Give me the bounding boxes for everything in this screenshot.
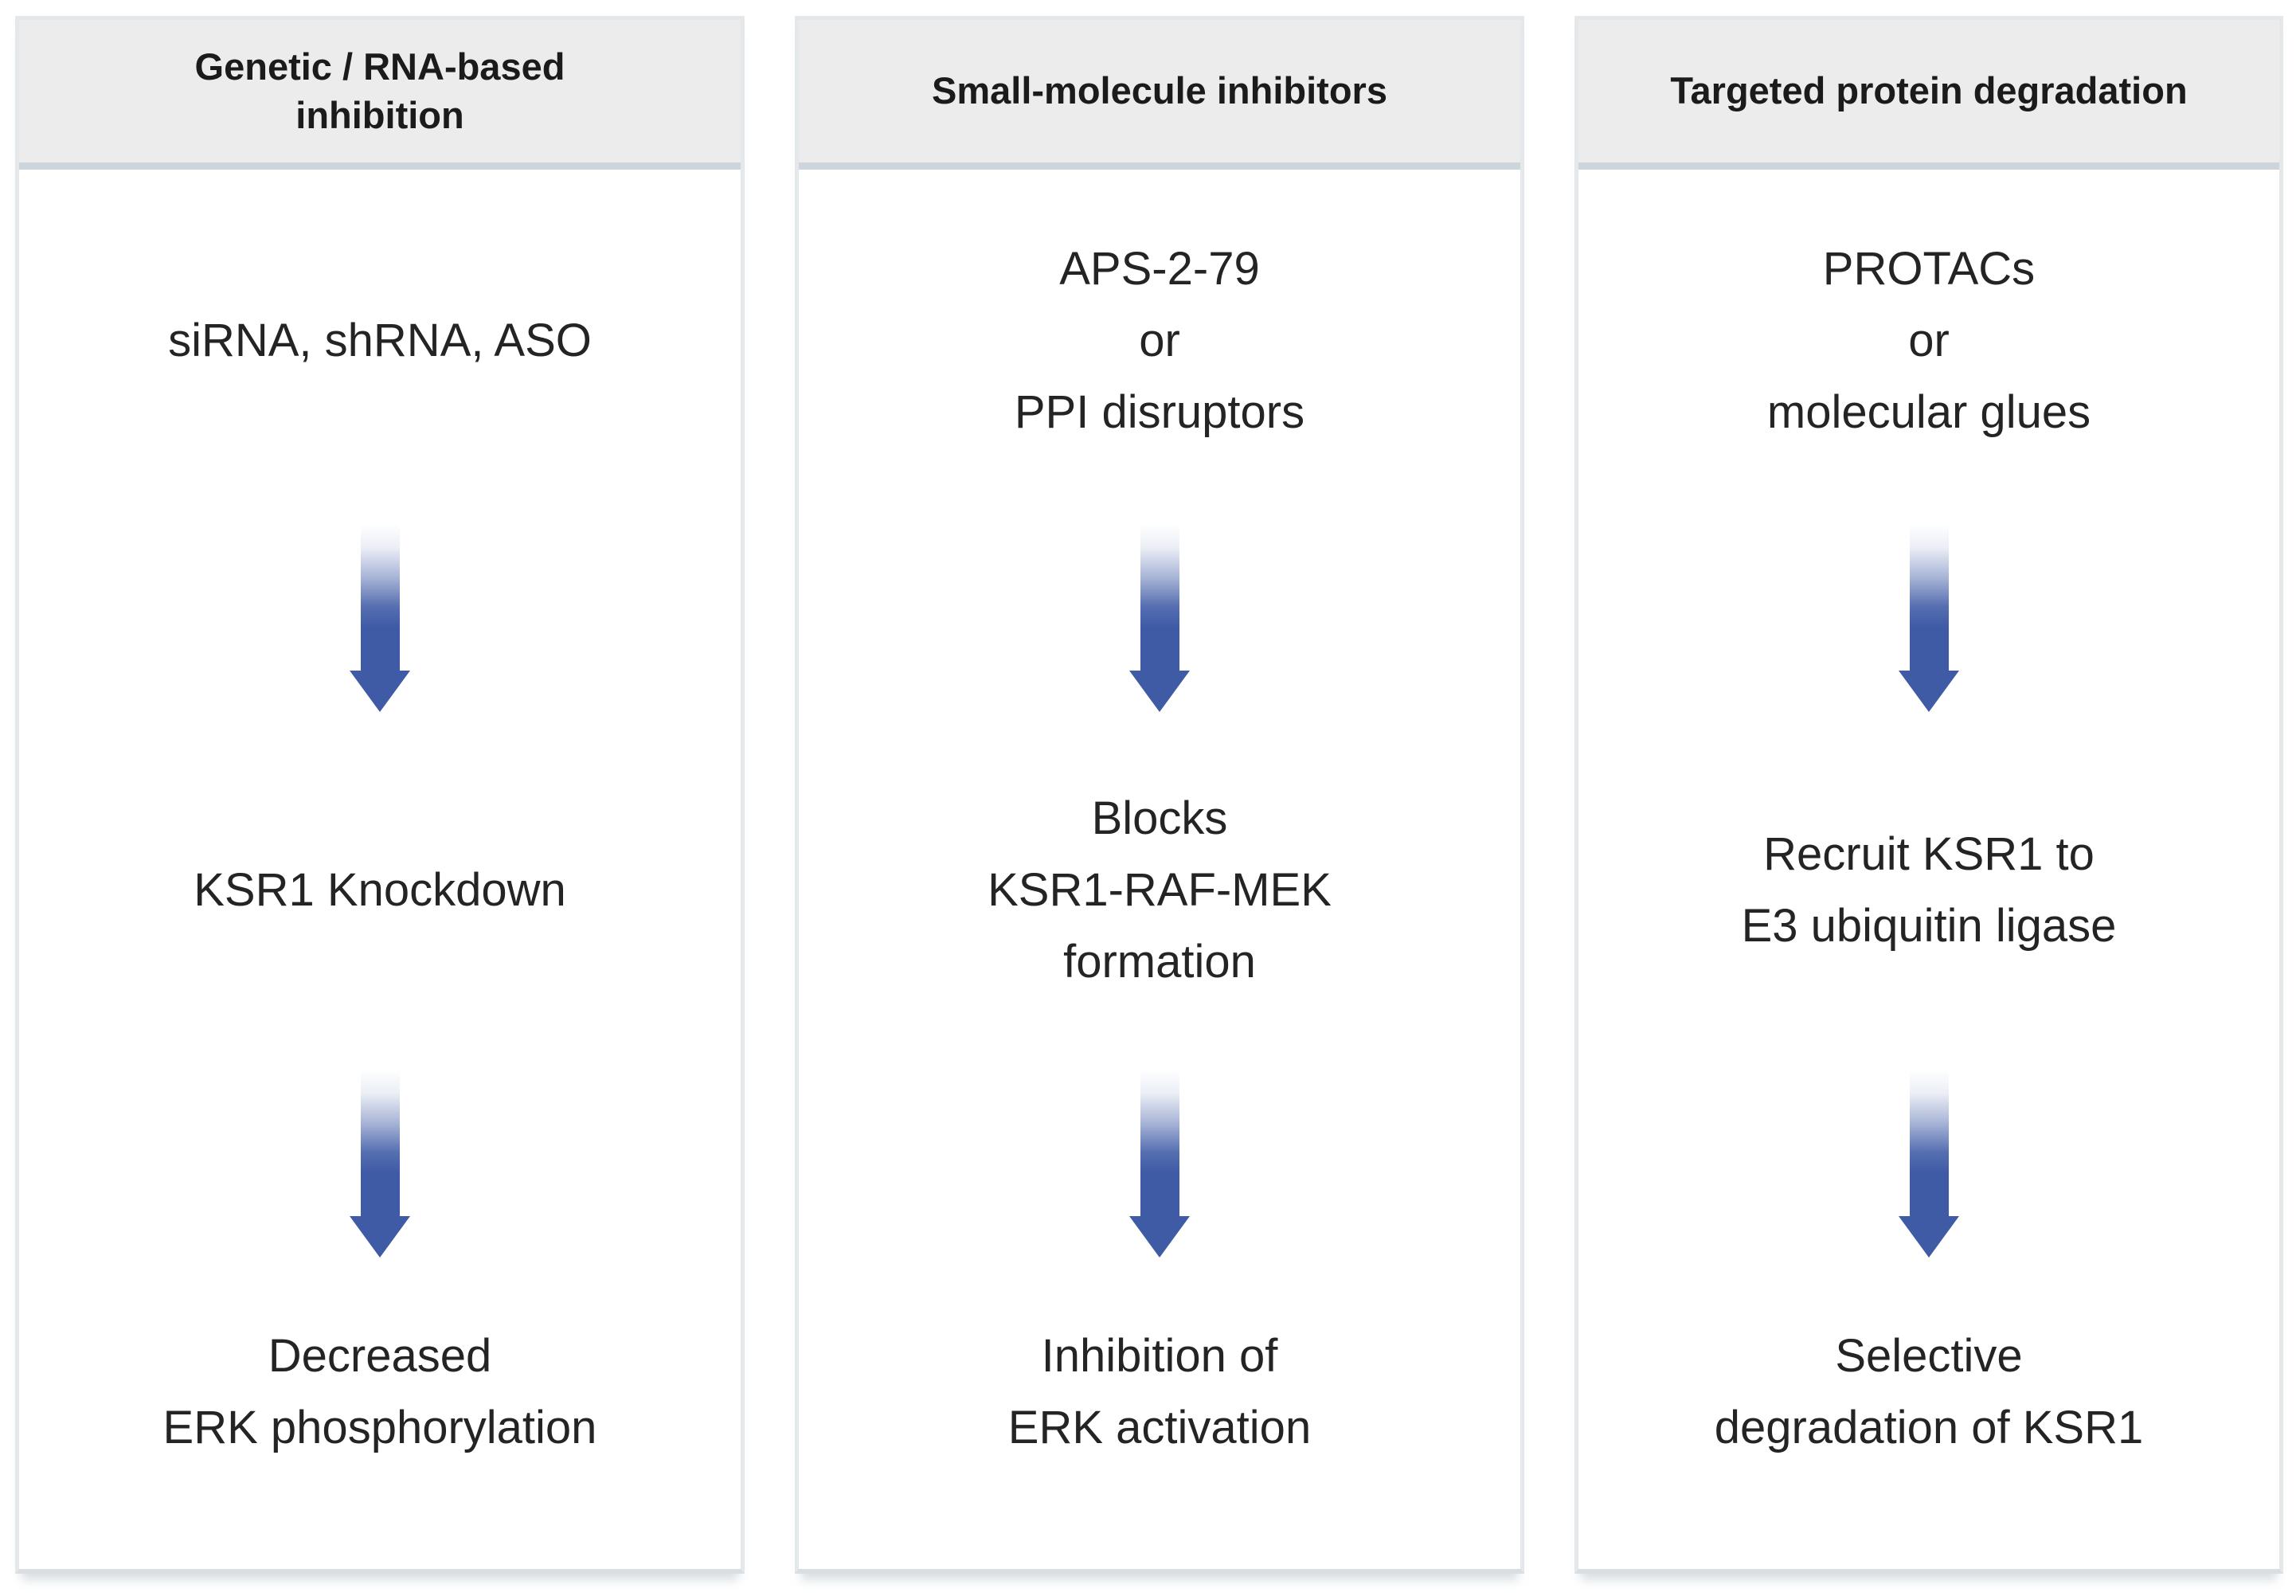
stage1-text: siRNA, shRNA, ASO <box>168 315 592 367</box>
column-body: APS-2-79 or PPI disruptors Blocks KSR1-R… <box>799 170 1520 1569</box>
arrow-head <box>1129 1215 1190 1258</box>
column-genetic-rna-inhibition: Genetic / RNA-based inhibition siRNA, sh… <box>15 16 745 1574</box>
stage2-text: Blocks KSR1-RAF-MEK formation <box>988 792 1332 988</box>
down-arrow-icon <box>350 523 410 712</box>
arrow-shaft <box>1140 1069 1179 1217</box>
arrow-row <box>350 512 410 723</box>
arrow-head <box>1129 670 1190 712</box>
stage1-text: PROTACs or molecular glues <box>1766 243 2091 438</box>
arrow-shaft <box>360 523 400 671</box>
down-arrow-icon <box>1129 1069 1190 1258</box>
arrow-row <box>1129 512 1190 723</box>
arrow-row <box>1899 1058 1959 1269</box>
arrow-head <box>350 670 410 712</box>
column-body: siRNA, shRNA, ASO KSR1 Knockdown Decreas… <box>19 170 741 1569</box>
arrow-row <box>1129 1058 1190 1269</box>
column-header: Small-molecule inhibitors <box>799 20 1520 170</box>
arrow-shaft <box>1909 1069 1949 1217</box>
stage2-text: Recruit KSR1 to E3 ubiquitin ligase <box>1741 828 2117 952</box>
down-arrow-icon <box>350 1069 410 1258</box>
arrow-head <box>1899 670 1959 712</box>
column-header: Genetic / RNA-based inhibition <box>19 20 741 170</box>
column-small-molecule-inhibitors: Small-molecule inhibitors APS-2-79 or PP… <box>795 16 1524 1574</box>
arrow-shaft <box>1909 523 1949 671</box>
down-arrow-icon <box>1129 523 1190 712</box>
arrow-head <box>350 1215 410 1258</box>
arrow-shaft <box>1140 523 1179 671</box>
arrow-row <box>1899 512 1959 723</box>
stage1-text: APS-2-79 or PPI disruptors <box>1014 243 1305 438</box>
down-arrow-icon <box>1899 1069 1959 1258</box>
down-arrow-icon <box>1899 523 1959 712</box>
stage3-text: Decreased ERK phosphorylation <box>162 1330 597 1453</box>
arrow-row <box>350 1058 410 1269</box>
stage3-text: Inhibition of ERK activation <box>1007 1330 1312 1453</box>
column-body: PROTACs or molecular glues Recruit KSR1 … <box>1578 170 2279 1569</box>
column-targeted-protein-degradation: Targeted protein degradation PROTACs or … <box>1574 16 2283 1574</box>
arrow-shaft <box>360 1069 400 1217</box>
arrow-head <box>1899 1215 1959 1258</box>
stage3-text: Selective degradation of KSR1 <box>1714 1330 2144 1453</box>
stage2-text: KSR1 Knockdown <box>194 864 566 917</box>
column-header: Targeted protein degradation <box>1578 20 2279 170</box>
